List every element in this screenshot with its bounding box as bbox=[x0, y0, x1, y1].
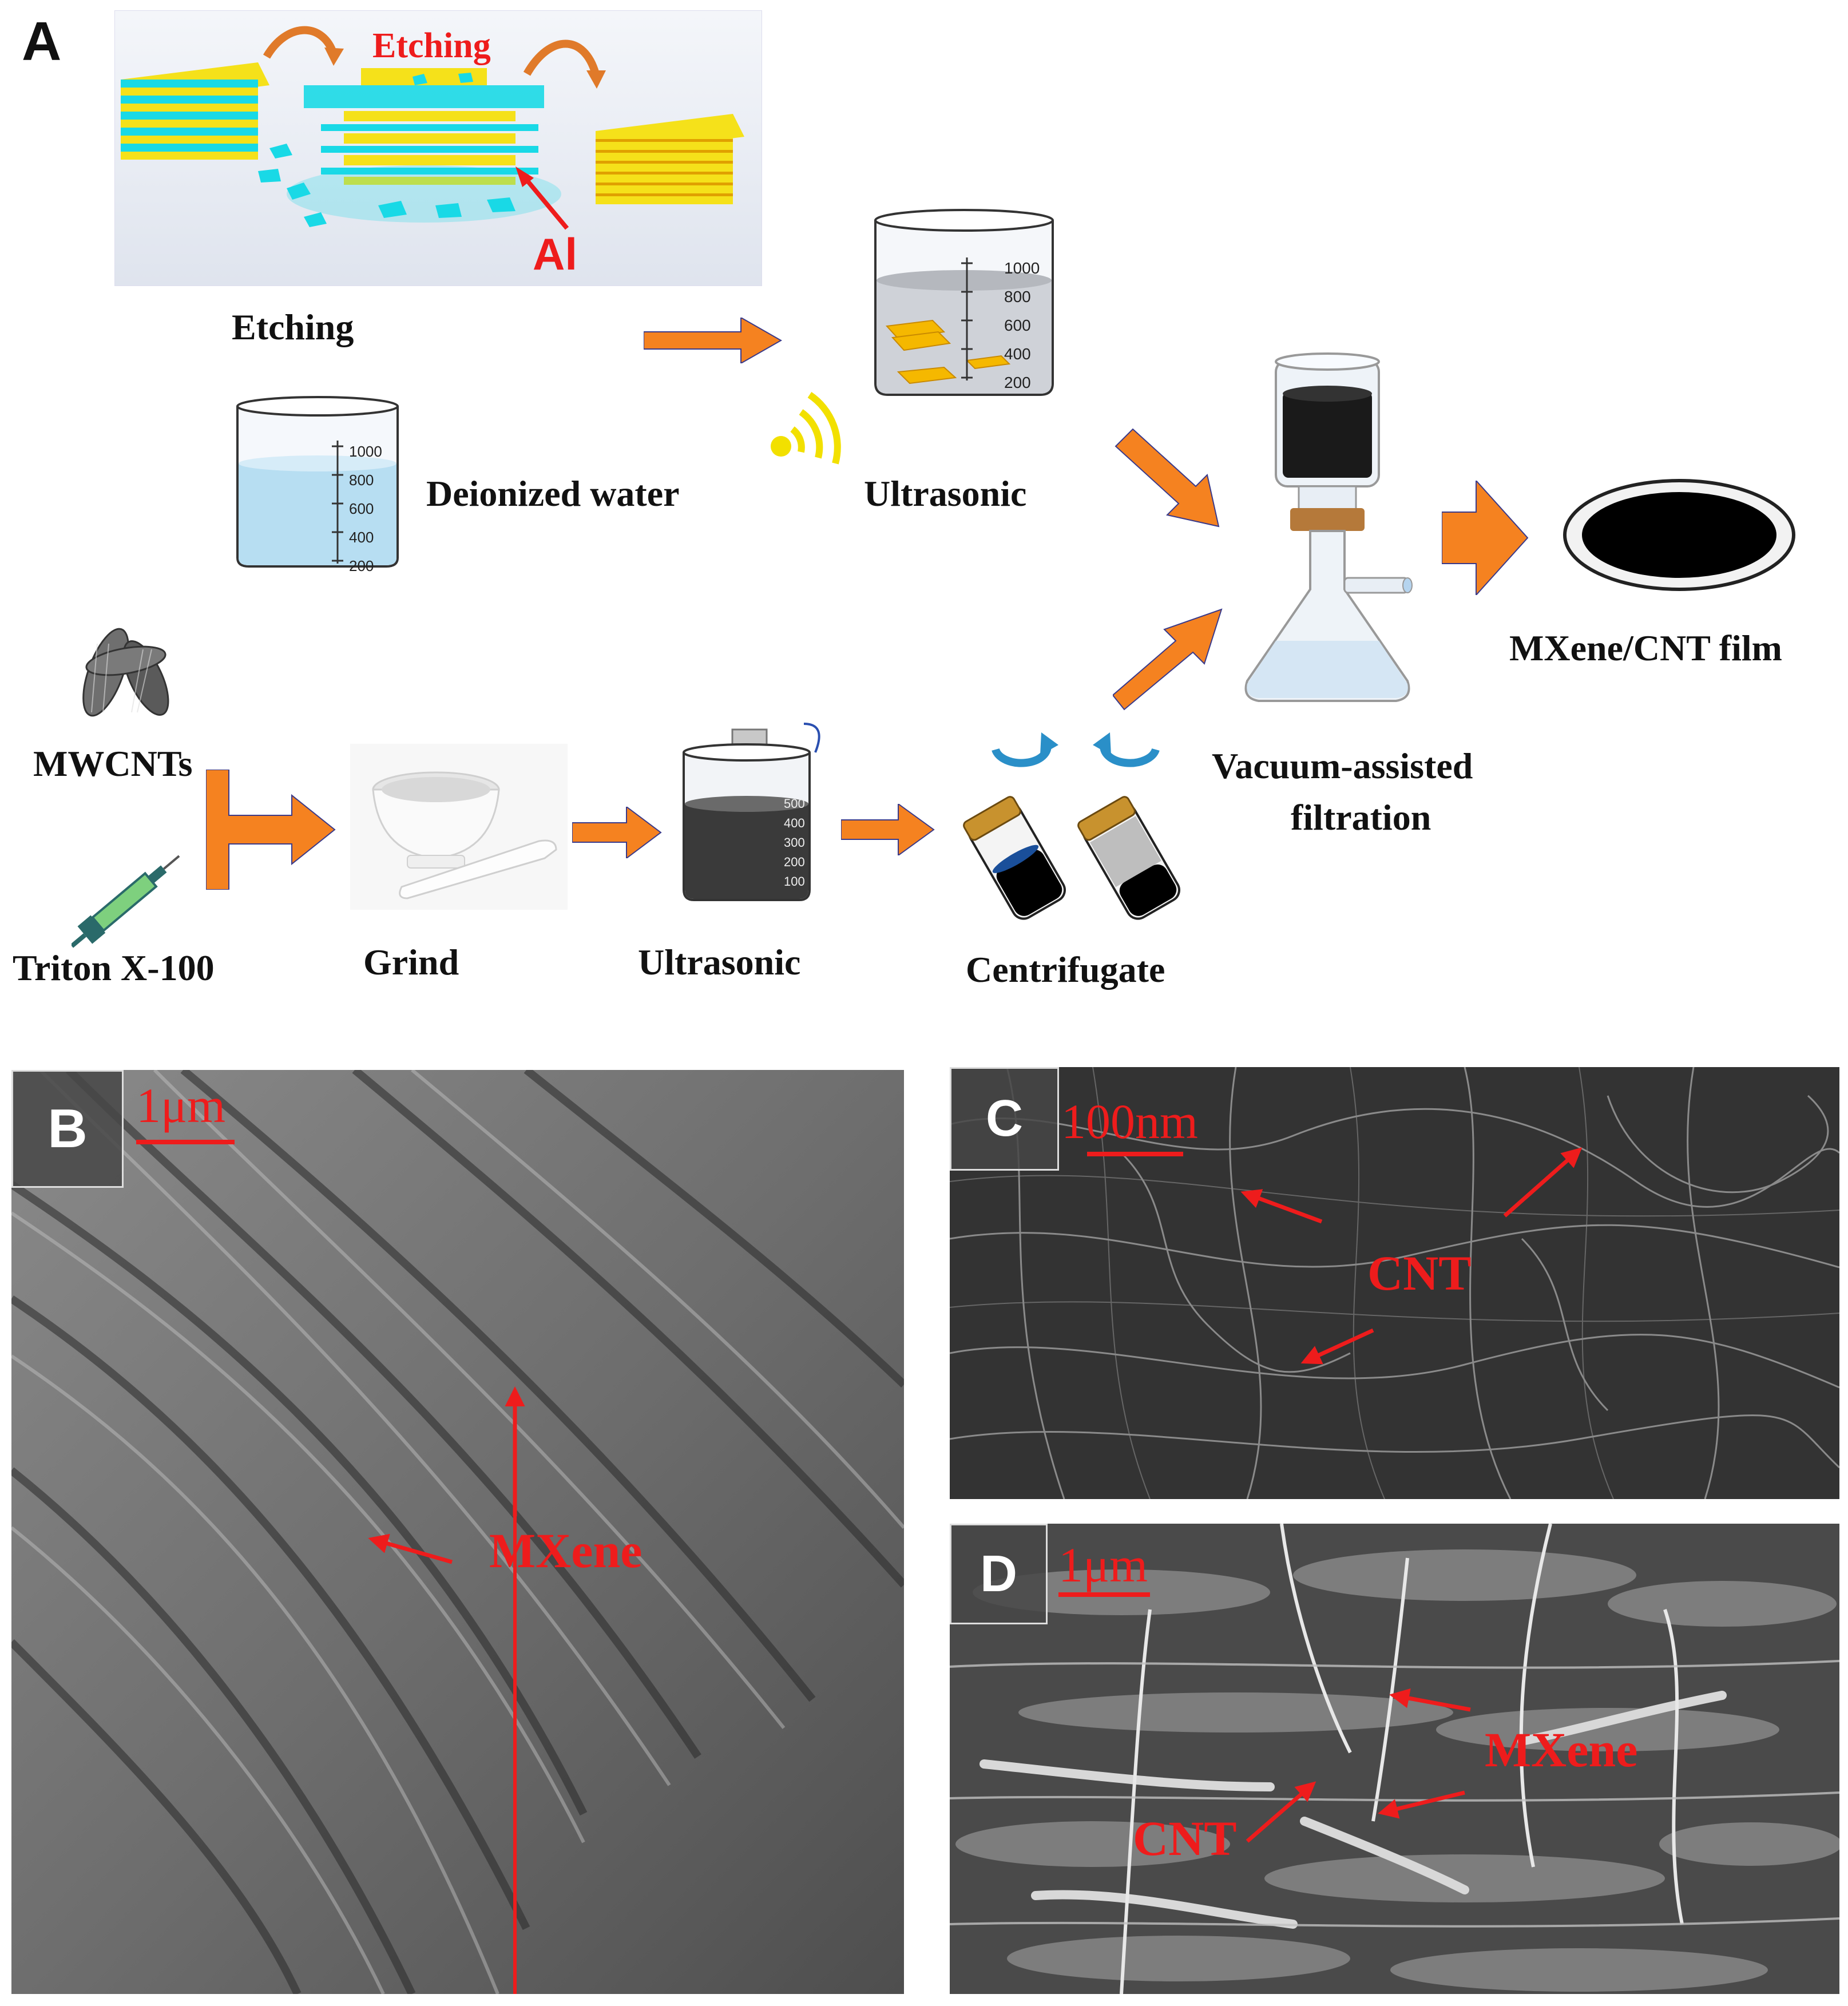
sem-image-b bbox=[11, 1070, 904, 1994]
tick: 400 bbox=[784, 816, 805, 830]
beaker-small-ticks: 500 400 300 200 100 bbox=[784, 794, 805, 891]
max-phase-stack-left bbox=[121, 62, 269, 160]
mxene-stack-right bbox=[596, 114, 744, 204]
label-deionized-water: Deionized water bbox=[426, 473, 680, 514]
tick: 600 bbox=[349, 500, 374, 517]
beaker-ultrasonic-bottom bbox=[683, 723, 820, 901]
etching-inset-title: Etching bbox=[372, 26, 491, 65]
label-cnt-c: CNT bbox=[1367, 1246, 1472, 1301]
beaker-ultrasonic-ticks: 1000 800 600 400 200 bbox=[1004, 254, 1040, 397]
arrow-to-filtration-bottom bbox=[1113, 608, 1223, 711]
tick: 1000 bbox=[1004, 259, 1040, 277]
mxene-cnt-film bbox=[1563, 479, 1795, 591]
label-cnt-d: CNT bbox=[1133, 1811, 1237, 1866]
centrifuge-tubes-icon bbox=[963, 732, 1180, 920]
label-mxene-b: MXene bbox=[489, 1523, 643, 1578]
panel-letter-a: A bbox=[22, 11, 62, 72]
tick: 100 bbox=[784, 874, 805, 889]
scale-text-b: 1μm bbox=[136, 1078, 226, 1133]
tick: 400 bbox=[349, 529, 374, 546]
etched-stack-middle bbox=[258, 68, 561, 227]
al-label: Al bbox=[533, 229, 577, 279]
scale-bar-c bbox=[1087, 1152, 1183, 1156]
tick: 400 bbox=[1004, 345, 1031, 363]
tick: 200 bbox=[784, 855, 805, 869]
etching-inset: Etching Al bbox=[114, 10, 762, 286]
sem-image-d bbox=[950, 1524, 1839, 1994]
vacuum-filtration-apparatus bbox=[1244, 352, 1413, 702]
arrow-ultrasonic-to-centrifugate bbox=[841, 804, 935, 855]
tick: 1000 bbox=[349, 443, 382, 460]
ultrasonic-waves-icon bbox=[771, 392, 841, 465]
sem-image-c bbox=[950, 1067, 1839, 1499]
panel-letter-b: B bbox=[11, 1070, 124, 1188]
panel-letter-d: D bbox=[950, 1524, 1048, 1624]
mwcnts-icon bbox=[82, 628, 169, 717]
label-mxene-d: MXene bbox=[1485, 1722, 1638, 1777]
scale-bar-d bbox=[1058, 1592, 1150, 1597]
beaker-deionized bbox=[236, 396, 399, 568]
label-centrifugate: Centrifugate bbox=[966, 949, 1165, 990]
label-vacuum-line2: filtration bbox=[1291, 797, 1431, 838]
scale-text-d: 1μm bbox=[1058, 1537, 1148, 1592]
tick: 200 bbox=[349, 557, 374, 574]
label-etching: Etching bbox=[232, 307, 354, 347]
tick: 800 bbox=[1004, 288, 1031, 306]
label-ultrasonic-top: Ultrasonic bbox=[864, 473, 1027, 514]
tick: 800 bbox=[349, 471, 374, 489]
tick: 200 bbox=[1004, 374, 1031, 391]
panel-letter-c: C bbox=[950, 1067, 1059, 1171]
label-film: MXene/CNT film bbox=[1509, 628, 1782, 668]
label-triton: Triton X-100 bbox=[13, 948, 215, 988]
arrow-etching-to-ultrasonic bbox=[644, 318, 783, 363]
label-ultrasonic-bottom: Ultrasonic bbox=[638, 942, 801, 982]
tick: 300 bbox=[784, 835, 805, 850]
arrow-to-filtration-top bbox=[1115, 428, 1220, 528]
scale-text-c: 100nm bbox=[1061, 1094, 1198, 1149]
label-mwcnts: MWCNTs bbox=[33, 743, 193, 784]
panel-d: D 1μm MXene CNT bbox=[950, 1524, 1839, 1994]
merge-arrow bbox=[206, 770, 336, 890]
label-vacuum-line1: Vacuum-assisted bbox=[1212, 746, 1473, 786]
curved-arrow-1 bbox=[263, 26, 336, 59]
syringe-icon bbox=[72, 855, 180, 948]
mortar-pestle-icon bbox=[350, 744, 568, 910]
beaker-ultrasonic-top bbox=[874, 209, 1054, 396]
curved-arrow-2 bbox=[523, 39, 600, 76]
panel-c: C 100nm CNT bbox=[950, 1067, 1839, 1499]
beaker-deionized-ticks: 1000 800 600 400 200 bbox=[349, 437, 382, 580]
arrow-to-film bbox=[1442, 481, 1529, 595]
panel-b: B 1μm MXene bbox=[11, 1070, 904, 1994]
etching-illustration bbox=[121, 26, 744, 230]
tick: 600 bbox=[1004, 316, 1031, 334]
label-grind: Grind bbox=[363, 942, 459, 982]
tick: 500 bbox=[784, 796, 805, 811]
arrow-grind-to-ultrasonic bbox=[572, 807, 662, 858]
scale-bar-b bbox=[136, 1140, 235, 1144]
